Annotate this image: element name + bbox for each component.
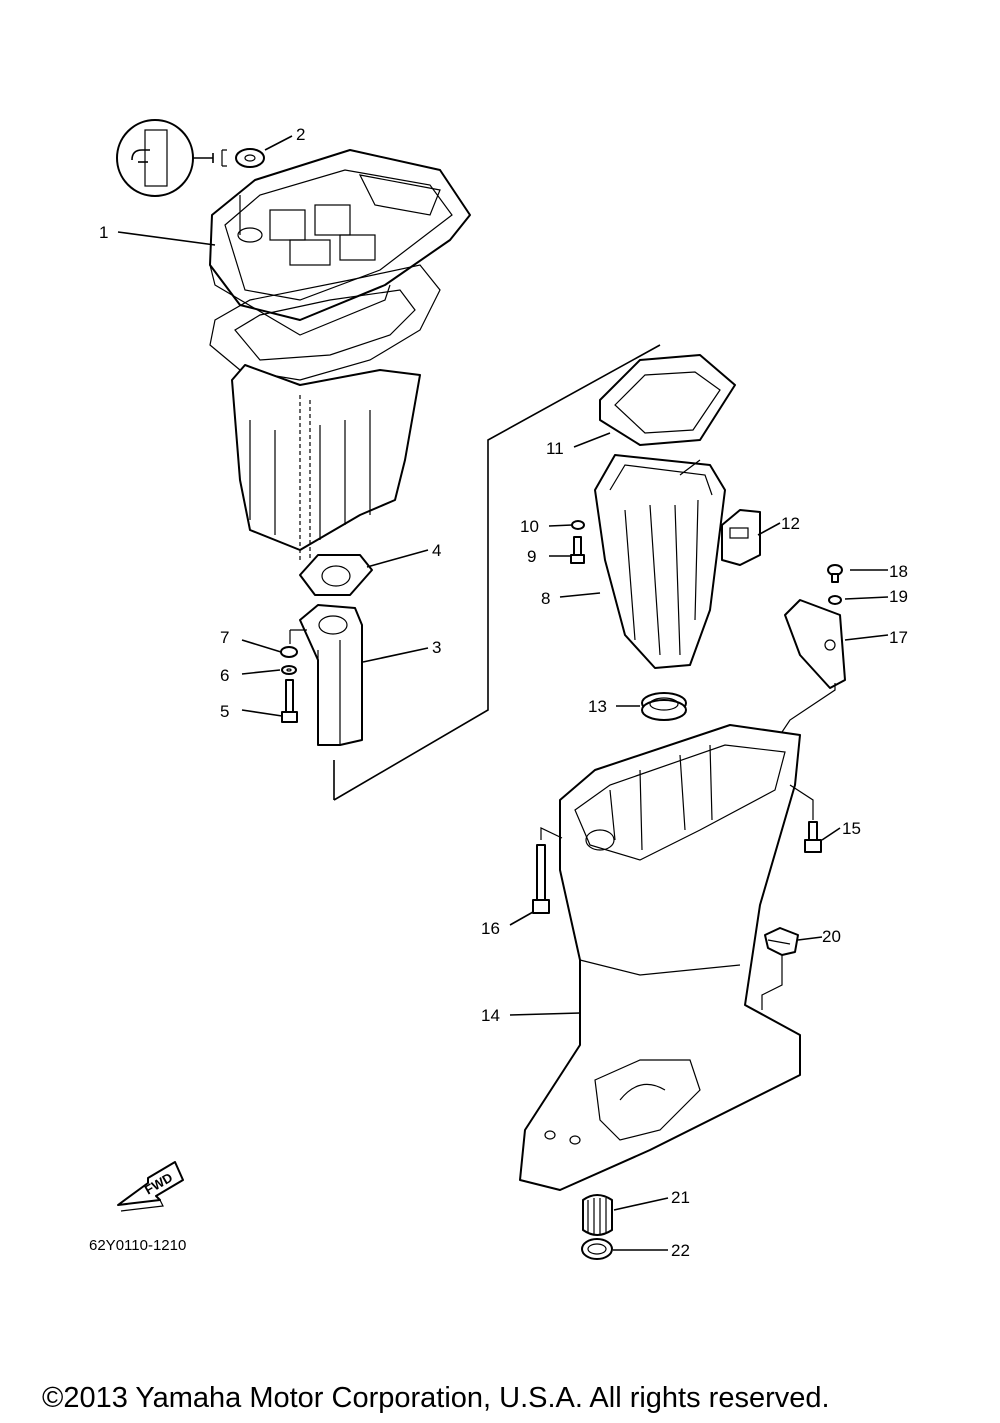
part-4-gasket — [299, 554, 373, 596]
callout-18: 18 — [889, 562, 908, 581]
assembly-line-20 — [761, 955, 783, 1010]
diagram-code: 62Y0110-1210 — [89, 1237, 186, 1254]
part-8-casing — [594, 454, 726, 669]
part-17-plate — [784, 599, 846, 689]
part-14-casing — [519, 724, 801, 1191]
callout-9: 9 — [527, 547, 536, 566]
part-13-seal — [641, 692, 687, 721]
part-7-washer — [280, 646, 298, 658]
callout-15: 15 — [842, 819, 861, 838]
part-2-washer — [235, 148, 265, 168]
callout-12: 12 — [781, 514, 800, 533]
callout-14: 14 — [481, 1006, 500, 1025]
leader-lines — [117, 135, 889, 1251]
callout-10: 10 — [520, 517, 539, 536]
callout-5: 5 — [220, 702, 229, 721]
fwd-arrow: FWD — [117, 1161, 184, 1212]
part-6-washer — [281, 665, 297, 675]
callout-21: 21 — [671, 1188, 690, 1207]
oil-pan — [231, 364, 421, 560]
callout-2: 2 — [296, 125, 305, 144]
part-22-ring — [581, 1238, 613, 1260]
callout-22: 22 — [671, 1241, 690, 1260]
copyright-text: ©2013 Yamaha Motor Corporation, U.S.A. A… — [42, 1382, 830, 1414]
callout-4: 4 — [432, 541, 441, 560]
callout-8: 8 — [541, 589, 550, 608]
callout-1: 1 — [99, 223, 108, 242]
part-16-bolt — [532, 844, 550, 914]
callout-19: 19 — [889, 587, 908, 606]
callout-7: 7 — [220, 628, 229, 647]
callout-3: 3 — [432, 638, 441, 657]
callout-17: 17 — [889, 628, 908, 647]
part-19-washer — [828, 595, 842, 605]
callout-labels: 1 2 3 4 5 6 7 8 9 10 11 12 13 14 15 16 1… — [99, 125, 908, 1260]
assembly-line-small — [289, 629, 307, 644]
assembly-line-left — [333, 344, 661, 801]
assembly-line-15 — [789, 784, 814, 820]
callout-16: 16 — [481, 919, 500, 938]
part-9-bolt — [570, 536, 585, 564]
callout-13: 13 — [588, 697, 607, 716]
callout-6: 6 — [220, 666, 229, 685]
callout-20: 20 — [822, 927, 841, 946]
part-12-mount — [721, 509, 761, 566]
gasket-outline — [209, 264, 441, 381]
part-10-washer — [571, 520, 585, 530]
assembly-line-16 — [540, 827, 563, 840]
part-20-cap — [764, 927, 799, 956]
part-15-bolt — [804, 821, 822, 853]
callout-11: 11 — [546, 439, 564, 458]
part-3-tube — [299, 604, 363, 746]
part-1-upper-plate — [209, 149, 471, 336]
part-11-gasket — [599, 354, 736, 446]
detail-inset — [116, 119, 227, 197]
part-21-gear — [582, 1194, 613, 1236]
part-18-screw — [827, 564, 843, 583]
part-5-bolt — [281, 679, 298, 723]
